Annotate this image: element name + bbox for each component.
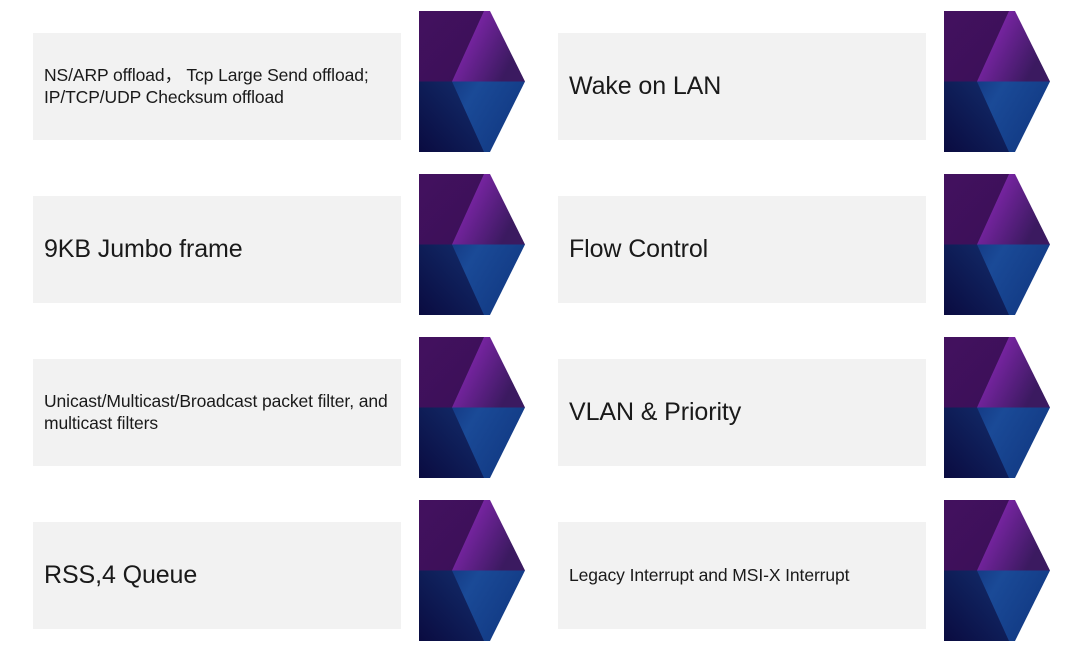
chevron-label-bar: VLAN & Priority — [558, 359, 926, 466]
chevron-item[interactable]: NS/ARP offload， Tcp Large Send offload; … — [33, 11, 525, 152]
chevron-label-text: 9KB Jumbo frame — [44, 235, 243, 264]
chevron-label-bar: 9KB Jumbo frame — [33, 196, 401, 303]
chevron-label-text: RSS,4 Queue — [44, 561, 198, 590]
chevron-label-text: Legacy Interrupt and MSI-X Interrupt — [569, 564, 850, 585]
chevron-arrow-icon — [944, 500, 1050, 641]
chevron-label-text: Unicast/Multicast/Broadcast packet filte… — [44, 391, 388, 433]
chevron-arrow-icon — [944, 11, 1050, 152]
chevron-item[interactable]: RSS,4 Queue — [33, 500, 525, 641]
chevron-arrow-icon — [419, 11, 525, 152]
chevron-label-bar: Unicast/Multicast/Broadcast packet filte… — [33, 359, 401, 466]
chevron-item[interactable]: Legacy Interrupt and MSI-X Interrupt — [558, 500, 1050, 641]
chevron-arrow-icon — [944, 174, 1050, 315]
chevron-label-bar: RSS,4 Queue — [33, 522, 401, 629]
chevron-item[interactable]: Flow Control — [558, 174, 1050, 315]
chevron-item[interactable]: Wake on LAN — [558, 11, 1050, 152]
chevron-arrow-icon — [419, 500, 525, 641]
chevron-label-text: Flow Control — [569, 235, 709, 264]
chevron-label-bar: NS/ARP offload， Tcp Large Send offload; … — [33, 33, 401, 140]
chevron-item[interactable]: VLAN & Priority — [558, 337, 1050, 478]
chevron-label-bar: Legacy Interrupt and MSI-X Interrupt — [558, 522, 926, 629]
chevron-item[interactable]: Unicast/Multicast/Broadcast packet filte… — [33, 337, 525, 478]
chevron-arrow-icon — [419, 174, 525, 315]
chevron-label-text: NS/ARP offload， Tcp Large Send offload; … — [44, 65, 369, 107]
chevron-label-text: Wake on LAN — [569, 72, 722, 101]
chevron-item[interactable]: 9KB Jumbo frame — [33, 174, 525, 315]
chevron-label-bar: Wake on LAN — [558, 33, 926, 140]
chevron-arrow-icon — [419, 337, 525, 478]
chevron-label-bar: Flow Control — [558, 196, 926, 303]
chevron-label-text: VLAN & Priority — [569, 398, 742, 427]
chevron-arrow-icon — [944, 337, 1050, 478]
